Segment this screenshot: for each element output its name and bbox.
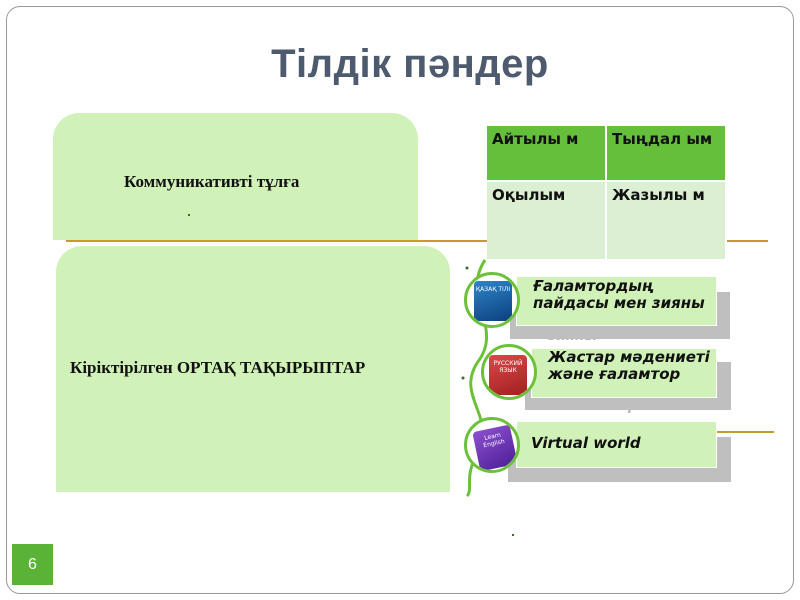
russian-book-icon: РУССКИЙ ЯЗЫК [489, 355, 527, 395]
topic-icon-circle: РУССКИЙ ЯЗЫК [481, 344, 537, 400]
table-row: Айтылы м Тыңдал ым [487, 126, 727, 180]
topic-item: Virtual world [516, 421, 717, 468]
english-book-icon: Learn English [472, 424, 517, 470]
topic-label: Жастар мәдениеті және ғаламтор [548, 348, 710, 383]
communicative-label: Коммуникативті тұлға [124, 172, 300, 191]
skills-table: Айтылы м Тыңдал ым Оқылым Жазылы м [487, 126, 727, 259]
table-row: Оқылым Жазылы м [487, 180, 727, 259]
bullet-dot [512, 534, 514, 536]
integrated-topics-label: Кіріктірілген ОРТАҚ ТАҚЫРЫПТАР [70, 358, 366, 377]
table-cell: Тыңдал ым [607, 126, 727, 180]
slide-title: Тілдік пәндер [271, 42, 549, 86]
topic-icon-circle: Learn English [464, 417, 520, 473]
topic-icon-circle: ҚАЗАҚ ТІЛІ [464, 272, 520, 328]
topic-item: Ғаламтордың пайдасы мен зияны [516, 276, 717, 326]
bullet-dot [188, 214, 190, 216]
table-cell: Айтылы м [487, 126, 607, 180]
topic-item: Жастар мәдениеті және ғаламтор [531, 348, 717, 398]
page-number-badge: 6 [12, 544, 53, 585]
kazakh-book-icon: ҚАЗАҚ ТІЛІ [474, 281, 512, 321]
topic-label: Virtual world [531, 434, 641, 452]
topic-label: Ғаламтордың пайдасы мен зияны [533, 277, 705, 312]
integrated-topics-box [56, 246, 450, 492]
table-cell: Жазылы м [607, 180, 727, 259]
communicative-box [53, 113, 418, 240]
table-cell: Оқылым [487, 180, 607, 259]
divider-line-top [66, 240, 768, 242]
